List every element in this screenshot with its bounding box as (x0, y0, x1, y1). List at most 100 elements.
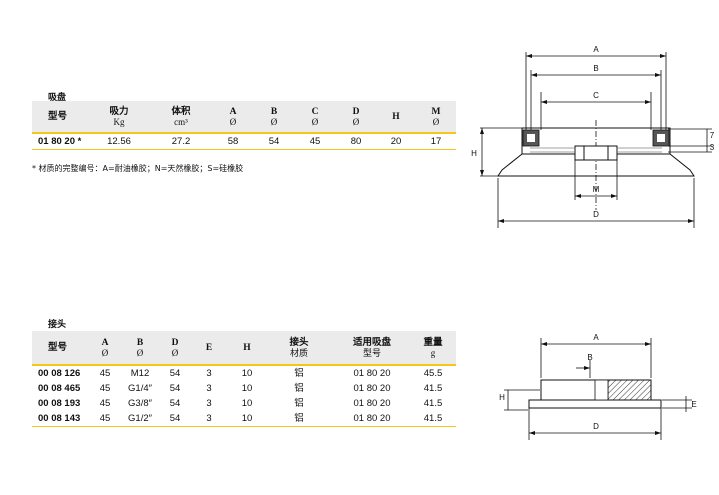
conn-label-h: H (499, 393, 505, 402)
connector-cell: 10 (241, 383, 253, 394)
suction-cup-header-label: 型号 (48, 111, 68, 122)
connector-cell: 铝 (264, 411, 334, 427)
connector-cell: 01 80 20 (334, 364, 410, 381)
connector-cell: G1/4″ (128, 383, 152, 394)
suction-cup-header-unit: Ø (311, 116, 319, 127)
suction-cup-cell: 54 (254, 132, 294, 150)
dim-label-7: 7 (710, 131, 715, 140)
connector-cell: 01 80 20 (334, 411, 410, 427)
connector-cell: 3 (188, 411, 230, 427)
connector-header-0: 型号 (32, 331, 92, 365)
suction-cup-header-label: B (270, 106, 278, 117)
connector-cell: 54 (169, 383, 181, 394)
connector-header-unit: g (430, 347, 436, 358)
connector-cell: 54 (162, 411, 188, 427)
conn-label-a: A (593, 333, 599, 342)
suction-cup-cell: 45 (294, 132, 336, 150)
suction-cup-header-unit: Ø (432, 116, 440, 127)
connector-cell: 54 (169, 398, 181, 409)
suction-cup-header-label: H (392, 111, 400, 122)
connector-header-unit: 材质 (289, 347, 308, 358)
suction-cup-header-label: A (229, 106, 237, 117)
suction-cup-header-unit: Ø (352, 116, 360, 127)
dim-label-h: H (471, 149, 477, 158)
connector-header-unit: Ø (136, 347, 144, 358)
connector-header-7: 适用吸盘型号 (334, 331, 410, 365)
connector-model-cell: 00 08 465 (38, 383, 81, 394)
conn-label-e: E (691, 400, 696, 409)
dim-label-3: 3 (710, 143, 715, 152)
suction-cup-section-title: 吸盘 (48, 93, 67, 103)
connector-cell: 铝 (294, 398, 304, 409)
suction-cup-header-label: 体积 (171, 106, 191, 117)
connector-cell: 10 (230, 411, 264, 427)
suction-cup-cell: 80 (336, 132, 376, 150)
suction-cup-header-7: H (376, 101, 416, 133)
connector-header-label: E (205, 342, 213, 353)
connector-header-4: E (188, 331, 230, 365)
connector-header-6: 接头材质 (264, 331, 334, 365)
connector-cell: 3 (206, 383, 212, 394)
dim-label-b: B (593, 64, 598, 73)
connector-header-label: H (243, 342, 251, 353)
suction-cup-header-unit: Ø (270, 116, 278, 127)
dim-label-a: A (593, 45, 599, 54)
connector-header-label: 重量 (423, 337, 443, 348)
connector-cell: G1/2″ (118, 411, 162, 427)
suction-cup-header-unit: Kg (113, 116, 125, 127)
connector-cell: 45 (92, 411, 118, 427)
suction-cup-header-label: M (431, 106, 441, 117)
connector-cell: 铝 (264, 364, 334, 381)
connector-model-cell: 00 08 126 (32, 364, 92, 381)
connector-cell: 45 (99, 398, 111, 409)
connector-cell: G3/8″ (128, 398, 152, 409)
connector-header-5: H (230, 331, 264, 365)
suction-cup-header-label: C (311, 106, 319, 117)
connector-cell: 41.5 (423, 398, 443, 409)
connector-section-title: 接头 (48, 320, 67, 330)
connector-header-label: D (171, 337, 179, 348)
connector-header-label: A (101, 337, 109, 348)
connector-cell: 45 (99, 383, 111, 394)
connector-header-unit: 型号 (362, 347, 381, 358)
connector-model-cell: 00 08 143 (32, 411, 92, 427)
suction-cup-header-unit: cm³ (174, 116, 188, 127)
dim-label-d: D (593, 210, 599, 219)
dim-label-c: C (593, 91, 599, 100)
suction-cup-header-label: 吸力 (109, 106, 129, 117)
connector-header-label: 接头 (289, 337, 309, 348)
connector-cell: 01 80 20 (353, 383, 391, 394)
dim-label-m: M (593, 185, 600, 194)
suction-cup-cell: 20 (376, 132, 416, 150)
connector-cell: 45.5 (410, 364, 456, 381)
conn-label-b: B (587, 353, 592, 362)
suction-cup-cell: 27.2 (150, 132, 212, 150)
suction-cup-cell: 12.56 (88, 132, 150, 150)
connector-cell: 01 80 20 (353, 398, 391, 409)
connector-header-unit: Ø (101, 347, 109, 358)
connector-cell: 铝 (294, 383, 304, 394)
connector-cell: 41.5 (410, 411, 456, 427)
suction-cup-cell: 58 (212, 132, 254, 150)
